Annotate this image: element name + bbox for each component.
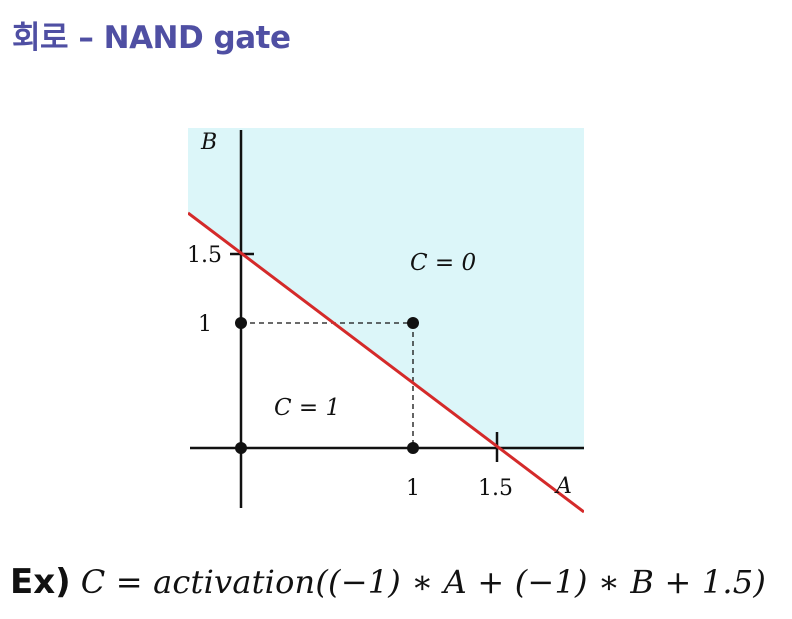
y-axis-label: B — [200, 130, 217, 155]
point-0-1 — [235, 317, 247, 329]
x-axis-label: A — [554, 474, 572, 499]
point-1-1 — [407, 317, 419, 329]
formula-prefix: Ex) — [10, 562, 71, 602]
y-tick-label-1: 1 — [198, 312, 212, 337]
decision-boundary-line — [188, 211, 584, 513]
point-0-0 — [235, 442, 247, 454]
formula-expression: C = activation((−1) ∗ A + (−1) ∗ B + 1.5… — [80, 563, 767, 601]
y-tick-label-1-5: 1.5 — [188, 243, 222, 268]
x-tick-label-1: 1 — [406, 476, 420, 501]
x-tick-label-1-5: 1.5 — [478, 476, 513, 501]
formula-line: Ex) C = activation((−1) ∗ A + (−1) ∗ B +… — [10, 562, 766, 608]
margin-bottom — [188, 450, 584, 513]
region-label-c0: C = 0 — [410, 250, 476, 276]
nand-decision-diagram: B A 1.5 1 1 1.5 C = 0 C = 1 — [188, 128, 584, 513]
region-label-c1: C = 1 — [274, 395, 340, 421]
point-1-0 — [407, 442, 419, 454]
page-title: 회로 – NAND gate — [12, 20, 291, 56]
